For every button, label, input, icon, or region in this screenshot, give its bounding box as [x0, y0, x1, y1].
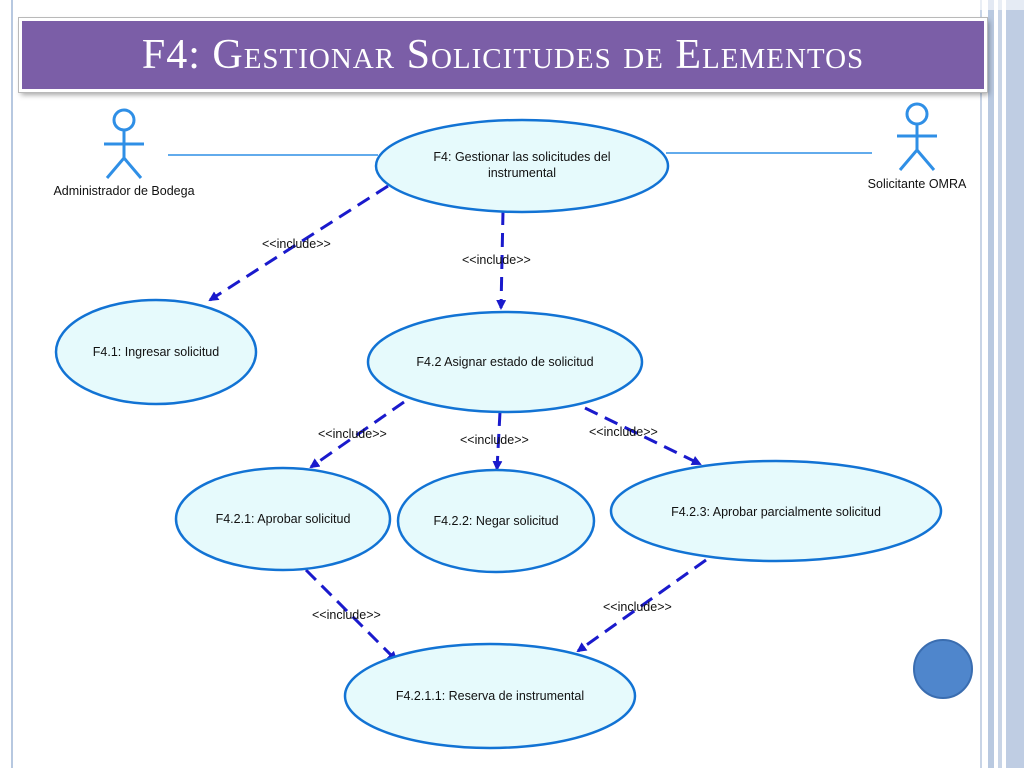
include-label-f42-f423: <<include>>: [589, 425, 658, 439]
usecase-f42[interactable]: [366, 310, 644, 414]
usecase-f4[interactable]: [374, 118, 670, 214]
usecase-f4-label-line2: instrumental: [488, 166, 556, 180]
usecase-f422-label: F4.2.2: Negar solicitud: [433, 514, 558, 528]
usecase-f42-label: F4.2 Asignar estado de solicitud: [416, 355, 593, 369]
include-label-f4-f42: <<include>>: [462, 253, 531, 267]
usecase-f4211[interactable]: [343, 642, 637, 750]
include-arrow-f423-f4211: [576, 558, 707, 653]
usecase-f4-label-line1: F4: Gestionar las solicitudes del: [433, 150, 610, 164]
actor-solicitante-label: Solicitante OMRA: [868, 177, 967, 191]
usecase-f421-label: F4.2.1: Aprobar solicitud: [216, 512, 351, 526]
usecase-f421[interactable]: [174, 466, 392, 572]
include-label-f423-f4211: <<include>>: [603, 600, 672, 614]
usecase-f422[interactable]: [396, 468, 596, 574]
usecase-f41[interactable]: [54, 298, 258, 406]
include-label-f42-f421: <<include>>: [318, 427, 387, 441]
usecase-f41-label: F4.1: Ingresar solicitud: [93, 345, 219, 359]
nav-circle-button[interactable]: [913, 639, 973, 699]
include-label-f421-f4211: <<include>>: [312, 608, 381, 622]
left-border-decoration: [11, 0, 13, 768]
include-arrows: [208, 184, 707, 662]
usecase-f423-label: F4.2.3: Aprobar parcialmente solicitud: [671, 505, 881, 519]
right-border-decoration: [980, 0, 1024, 768]
include-arrow-f4-f42: [496, 210, 507, 310]
include-arrow-f4-f41: [208, 184, 389, 302]
actor-admin-label: Administrador de Bodega: [53, 184, 194, 198]
slide-title: F4: Gestionar Solicitudes de Elementos: [141, 32, 865, 78]
stick-figure-icon: [897, 102, 937, 171]
usecase-f4211-label: F4.2.1.1: Reserva de instrumental: [396, 689, 584, 703]
stick-figure-icon: [104, 108, 144, 179]
actor-admin[interactable]: Administrador de Bodega: [53, 108, 195, 198]
title-bar: F4: Gestionar Solicitudes de Elementos: [19, 18, 987, 92]
include-arrow-f42-f422: [492, 411, 503, 471]
include-arrow-f42-f421: [309, 400, 405, 469]
include-label-f42-f422: <<include>>: [460, 433, 529, 447]
usecase-f423[interactable]: [609, 459, 943, 563]
include-label-f4-f41: <<include>>: [262, 237, 331, 251]
actor-solicitante[interactable]: Solicitante OMRA: [868, 102, 967, 191]
